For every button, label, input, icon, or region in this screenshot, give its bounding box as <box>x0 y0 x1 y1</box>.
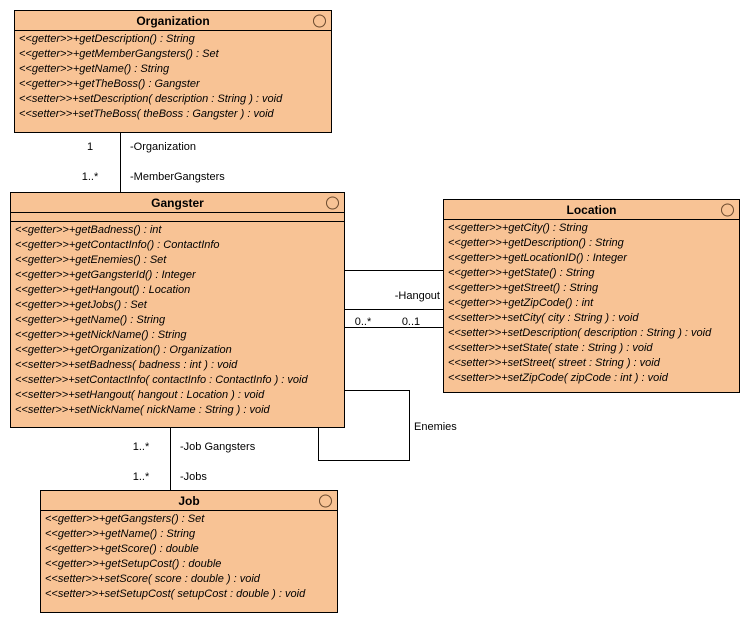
class-members-location: <<getter>>+getCity() : String <<getter>>… <box>444 220 739 388</box>
class-header-location: Location <box>444 200 739 220</box>
class-title-location: Location <box>566 202 617 217</box>
class-member: <<getter>>+getLocationID() : Integer <box>448 252 627 264</box>
class-members-gangster: <<getter>>+getBadness() : int <<getter>>… <box>11 222 344 420</box>
class-member: <<setter>>+setScore( score : double ) : … <box>45 573 260 585</box>
class-title-job: Job <box>178 493 200 508</box>
class-member: <<getter>>+getCity() : String <box>448 222 588 234</box>
class-member: <<setter>>+setBadness( badness : int ) :… <box>15 359 238 371</box>
connector-gangster-job <box>170 428 171 490</box>
assoc-job-source-multiplicity: 1..* <box>132 441 150 453</box>
class-box-location[interactable]: Location <<getter>>+getCity() : String <… <box>443 199 740 393</box>
class-header-job: Job <box>41 491 337 511</box>
class-member: <<getter>>+getState() : String <box>448 267 595 279</box>
class-member: <<getter>>+getZipCode() : int <box>448 297 594 309</box>
class-member: <<setter>>+setNickName( nickName : Strin… <box>15 404 270 416</box>
class-circle-icon <box>721 203 734 216</box>
class-member: <<getter>>+getDescription() : String <box>19 33 195 45</box>
assoc-job-target-multiplicity: 1..* <box>132 471 150 483</box>
class-member: <<getter>>+getDescription() : String <box>448 237 624 249</box>
class-member: <<getter>>+getScore() : double <box>45 543 199 555</box>
class-member: <<setter>>+setZipCode( zipCode : int ) :… <box>448 372 668 384</box>
class-box-gangster[interactable]: Gangster <<getter>>+getBadness() : int <… <box>10 192 345 428</box>
assoc-hangout-source-multiplicity: 0..* <box>354 316 372 328</box>
class-members-job: <<getter>>+getGangsters() : Set <<getter… <box>41 511 337 604</box>
class-circle-icon <box>313 14 326 27</box>
class-member: <<getter>>+getBadness() : int <box>15 224 162 236</box>
association-hangout-box <box>340 270 445 328</box>
class-member: <<setter>>+setTheBoss( theBoss : Gangste… <box>19 108 274 120</box>
class-member: <<getter>>+getJobs() : Set <box>15 299 147 311</box>
class-member: <<getter>>+getTheBoss() : Gangster <box>19 78 200 90</box>
class-member: <<getter>>+getName() : String <box>45 528 196 540</box>
connector-organization-gangster <box>120 132 121 192</box>
class-member: <<getter>>+getMemberGangsters() : Set <box>19 48 219 60</box>
assoc-org-source-multiplicity: 1 <box>86 141 94 153</box>
assoc-org-target-multiplicity: 1..* <box>81 171 99 183</box>
class-header-gangster: Gangster <box>11 193 344 213</box>
class-member: <<getter>>+getContactInfo() : ContactInf… <box>15 239 220 251</box>
assoc-hangout-target-multiplicity: 0..1 <box>401 316 421 328</box>
association-hangout-divider <box>341 309 444 310</box>
assoc-org-source-role: -Organization <box>130 141 197 153</box>
class-member: <<setter>>+setDescription( description :… <box>448 327 712 339</box>
class-member: <<getter>>+getGangsterId() : Integer <box>15 269 196 281</box>
class-header-organization: Organization <box>15 11 331 31</box>
class-member: <<setter>>+setDescription( description :… <box>19 93 283 105</box>
class-member: <<setter>>+setSetupCost( setupCost : dou… <box>45 588 306 600</box>
class-box-organization[interactable]: Organization <<getter>>+getDescription()… <box>14 10 332 133</box>
assoc-job-source-role: -Job Gangsters <box>180 441 256 453</box>
class-members-organization: <<getter>>+getDescription() : String <<g… <box>15 31 331 124</box>
class-member: <<setter>>+setState( state : String ) : … <box>448 342 653 354</box>
class-title-gangster: Gangster <box>151 195 204 210</box>
class-circle-icon <box>319 494 332 507</box>
assoc-hangout-role: -Hangout <box>394 290 440 302</box>
class-member: <<getter>>+getName() : String <box>15 314 166 326</box>
assoc-enemies-role: Enemies <box>414 421 457 433</box>
assoc-job-target-role: -Jobs <box>180 471 207 483</box>
class-member: <<getter>>+getEnemies() : Set <box>15 254 167 266</box>
class-circle-icon <box>326 196 339 209</box>
class-member: <<setter>>+setStreet( street : String ) … <box>448 357 660 369</box>
class-member: <<setter>>+setCity( city : String ) : vo… <box>448 312 639 324</box>
class-attributes-compartment-gangster <box>11 213 344 222</box>
class-member: <<getter>>+getNickName() : String <box>15 329 187 341</box>
class-member: <<getter>>+getGangsters() : Set <box>45 513 205 525</box>
class-member: <<getter>>+getStreet() : String <box>448 282 599 294</box>
class-member: <<setter>>+setContactInfo( contactInfo :… <box>15 374 308 386</box>
assoc-org-target-role: -MemberGangsters <box>130 171 225 183</box>
class-box-job[interactable]: Job <<getter>>+getGangsters() : Set <<ge… <box>40 490 338 613</box>
class-member: <<getter>>+getName() : String <box>19 63 170 75</box>
class-member: <<getter>>+getSetupCost() : double <box>45 558 222 570</box>
class-member: <<getter>>+getOrganization() : Organizat… <box>15 344 232 356</box>
class-member: <<setter>>+setHangout( hangout : Locatio… <box>15 389 265 401</box>
class-member: <<getter>>+getHangout() : Location <box>15 284 191 296</box>
class-title-organization: Organization <box>136 13 210 28</box>
